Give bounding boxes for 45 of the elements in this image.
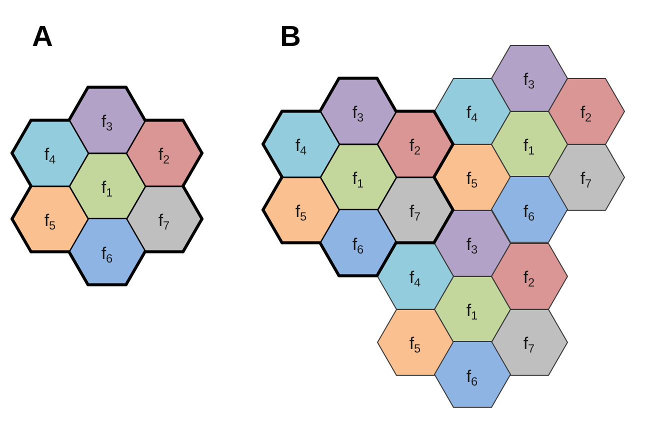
frequency-label: f$_{3}$ xyxy=(352,104,364,122)
frequency-label: f$_{1}$ xyxy=(101,178,113,196)
frequency-label: f$_{4}$ xyxy=(44,146,56,164)
frequency-label: f$_{1}$ xyxy=(523,136,535,154)
hexagon-cell xyxy=(490,175,568,244)
frequency-label: f$_{7}$ xyxy=(523,334,535,352)
hexagon-cell xyxy=(432,274,512,344)
panel-letter: A xyxy=(32,23,53,52)
frequency-label: f$_{5}$ xyxy=(466,170,478,187)
hexagon-cell xyxy=(546,142,626,212)
frequency-label: f$_{5}$ xyxy=(295,202,307,220)
frequency-label: f$_{6}$ xyxy=(466,368,478,385)
frequency-label: f$_{3}$ xyxy=(523,71,535,88)
frequency-label: f$_{6}$ xyxy=(352,236,364,253)
panel-letter: B xyxy=(280,23,301,52)
hexagon-cell xyxy=(432,340,512,410)
frequency-label: f$_{5}$ xyxy=(44,212,56,229)
hexagon-cell xyxy=(490,44,568,113)
hexagon-cell xyxy=(490,308,568,376)
hexagon-cell xyxy=(546,76,626,146)
frequency-label: f$_{2}$ xyxy=(158,146,170,164)
frequency-label: f$_{1}$ xyxy=(466,302,478,319)
hexagon-cell xyxy=(432,208,512,278)
frequency-label: f$_{4}$ xyxy=(409,269,421,286)
frequency-label: f$_{2}$ xyxy=(523,269,535,286)
frequency-label: f$_{7}$ xyxy=(158,212,170,229)
frequency-label: f$_{2}$ xyxy=(409,137,421,154)
frequency-label: f$_{7}$ xyxy=(580,170,592,187)
frequency-label: f$_{4}$ xyxy=(295,137,307,154)
hexagon-cell xyxy=(318,142,398,212)
frequency-label: f$_{2}$ xyxy=(580,104,592,122)
frequency-label: f$_{6}$ xyxy=(523,202,535,220)
hexagon-cell xyxy=(376,242,454,310)
frequency-label: f$_{6}$ xyxy=(101,244,113,262)
frequency-label: f$_{3}$ xyxy=(466,236,478,254)
hexagon-cell xyxy=(68,152,146,220)
frequency-label: f$_{1}$ xyxy=(352,170,364,187)
hexagon-cell xyxy=(490,242,568,310)
frequency-label: f$_{7}$ xyxy=(409,202,421,220)
frequency-label: f$_{4}$ xyxy=(466,104,478,122)
frequency-label: f$_{5}$ xyxy=(409,334,421,352)
hexagon-cell xyxy=(490,110,568,178)
hexagon-cell xyxy=(376,308,454,376)
frequency-label: f$_{3}$ xyxy=(101,113,113,130)
hexagon-cell xyxy=(432,76,512,146)
